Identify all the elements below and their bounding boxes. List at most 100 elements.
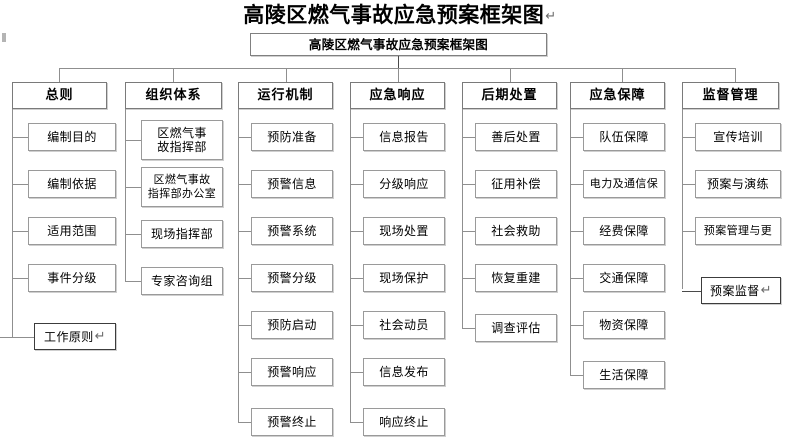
- node-响应终止[interactable]: 响应终止: [363, 408, 445, 436]
- node-label: 社会动员: [379, 318, 429, 332]
- column-header-col-supervision[interactable]: 监督管理: [682, 82, 779, 109]
- node-label: 区燃气事故指挥部: [157, 126, 207, 154]
- node-预案监督[interactable]: 预案监督↵: [701, 277, 781, 304]
- connector-stub-c3-i4: [238, 278, 251, 279]
- node-调查评估[interactable]: 调查评估: [475, 314, 557, 342]
- node-label: 预警信息: [267, 177, 317, 191]
- column-header-label: 应急保障: [589, 87, 646, 103]
- connector-stub-c1-i5: [0, 337, 34, 338]
- connector-stub-c2-i1: [125, 140, 141, 141]
- connector-stub-c4-i1: [350, 137, 363, 138]
- node-区燃气事故指挥部办公室[interactable]: 区燃气事故指挥部办公室: [141, 167, 223, 207]
- connector-stub-c6-i5: [570, 325, 583, 326]
- node-预警终止[interactable]: 预警终止: [251, 408, 333, 436]
- connector-stub-c7-i2: [682, 184, 695, 185]
- node-预防启动[interactable]: 预防启动: [251, 311, 333, 339]
- node-征用补偿[interactable]: 征用补偿: [475, 170, 557, 198]
- node-信息发布[interactable]: 信息发布: [363, 358, 445, 386]
- node-现场指挥部[interactable]: 现场指挥部: [141, 220, 223, 248]
- connector-spine-col-7: [682, 109, 683, 289]
- column-header-col-organization[interactable]: 组织体系: [125, 82, 222, 109]
- node-label: 预防启动: [267, 318, 317, 332]
- node-预警分级[interactable]: 预警分级: [251, 264, 333, 292]
- node-分级响应[interactable]: 分级响应: [363, 170, 445, 198]
- node-社会动员[interactable]: 社会动员: [363, 311, 445, 339]
- column-header-col-emergency-support[interactable]: 应急保障: [570, 82, 665, 109]
- node-label: 预防准备: [267, 130, 317, 144]
- column-header-col-general-principles[interactable]: 总则: [12, 82, 107, 109]
- node-物资保障[interactable]: 物资保障: [583, 311, 665, 339]
- connector-spine-col-4: [350, 109, 351, 422]
- node-label: 征用补偿: [491, 177, 541, 191]
- node-现场保护[interactable]: 现场保护: [363, 264, 445, 292]
- node-label: 信息报告: [379, 130, 429, 144]
- node-label: 生活保障: [599, 368, 649, 382]
- node-预防准备[interactable]: 预防准备: [251, 123, 333, 151]
- node-label: 区燃气事故指挥部办公室: [147, 173, 217, 200]
- connector-stub-c5-i2: [462, 184, 475, 185]
- node-预警响应[interactable]: 预警响应: [251, 358, 333, 386]
- connector-drop-col-3: [286, 68, 287, 82]
- node-信息报告[interactable]: 信息报告: [363, 123, 445, 151]
- node-电力及通信保障[interactable]: 电力及通信保: [583, 170, 665, 198]
- page-title-return-mark: ↵: [545, 9, 557, 24]
- connector-drop-col-1: [59, 68, 60, 82]
- node-工作原则[interactable]: 工作原则↵: [34, 323, 116, 350]
- column-header-label: 运行机制: [257, 87, 314, 103]
- node-善后处置[interactable]: 善后处置: [475, 123, 557, 151]
- connector-drop-col-4: [398, 68, 399, 82]
- connector-stub-c1-i2: [12, 184, 28, 185]
- node-预案管理与更新[interactable]: 预案管理与更: [695, 217, 781, 245]
- node-区燃气事故指挥部[interactable]: 区燃气事故指挥部: [141, 120, 223, 160]
- node-专家咨询组[interactable]: 专家咨询组: [141, 267, 223, 295]
- connector-stub-c5-i1: [462, 137, 475, 138]
- root-node[interactable]: 高陵区燃气事故应急预案框架图: [250, 33, 547, 56]
- node-label: 社会救助: [491, 224, 541, 238]
- node-label: 善后处置: [491, 130, 541, 144]
- connector-stub-c4-i7: [350, 422, 363, 423]
- connector-stub-c4-i4: [350, 278, 363, 279]
- node-label: 预警响应: [267, 365, 317, 379]
- connector-stub-c6-i4: [570, 278, 583, 279]
- node-label: 信息发布: [379, 365, 429, 379]
- column-header-col-post-disposal[interactable]: 后期处置: [462, 82, 557, 109]
- connector-stub-c6-i6: [570, 375, 583, 376]
- node-适用范围[interactable]: 适用范围: [28, 217, 116, 245]
- connector-drop-col-7: [735, 68, 736, 82]
- connector-stub-c4-i6: [350, 372, 363, 373]
- connector-stub-c3-i2: [238, 184, 251, 185]
- connector-stub-c6-i1: [570, 137, 583, 138]
- node-经费保障[interactable]: 经费保障: [583, 217, 665, 245]
- node-return-mark: ↵: [94, 328, 106, 344]
- node-恢复重建[interactable]: 恢复重建: [475, 264, 557, 292]
- connector-stub-c7-i3: [682, 231, 695, 232]
- node-预警系统[interactable]: 预警系统: [251, 217, 333, 245]
- connector-stub-c1-i4: [12, 278, 28, 279]
- node-队伍保障[interactable]: 队伍保障: [583, 123, 665, 151]
- connector-spine-col-1: [12, 109, 13, 337]
- node-label: 预警系统: [267, 224, 317, 238]
- node-事件分级[interactable]: 事件分级: [28, 264, 116, 292]
- node-编制目的[interactable]: 编制目的: [28, 123, 116, 151]
- node-交通保障[interactable]: 交通保障: [583, 264, 665, 292]
- node-生活保障[interactable]: 生活保障: [583, 361, 665, 389]
- connector-stub-c5-i5: [462, 328, 475, 329]
- connector-stub-c3-i1: [238, 137, 251, 138]
- node-label: 现场指挥部: [150, 227, 213, 241]
- node-label: 预警分级: [267, 271, 317, 285]
- node-预警信息[interactable]: 预警信息: [251, 170, 333, 198]
- column-header-col-emergency-response[interactable]: 应急响应: [350, 82, 445, 109]
- connector-bus: [59, 68, 735, 69]
- node-宣传培训[interactable]: 宣传培训: [695, 123, 781, 151]
- connector-stub-c7-i4: [682, 291, 701, 292]
- node-预案与演练[interactable]: 预案与演练: [695, 170, 781, 198]
- node-编制依据[interactable]: 编制依据: [28, 170, 116, 198]
- column-header-label: 后期处置: [481, 87, 538, 103]
- node-label: 现场保护: [379, 271, 429, 285]
- column-header-col-operating-mechanism[interactable]: 运行机制: [238, 82, 333, 109]
- connector-stub-c5-i4: [462, 278, 475, 279]
- node-社会救助[interactable]: 社会救助: [475, 217, 557, 245]
- node-现场处置[interactable]: 现场处置: [363, 217, 445, 245]
- connector-stub-c5-i3: [462, 231, 475, 232]
